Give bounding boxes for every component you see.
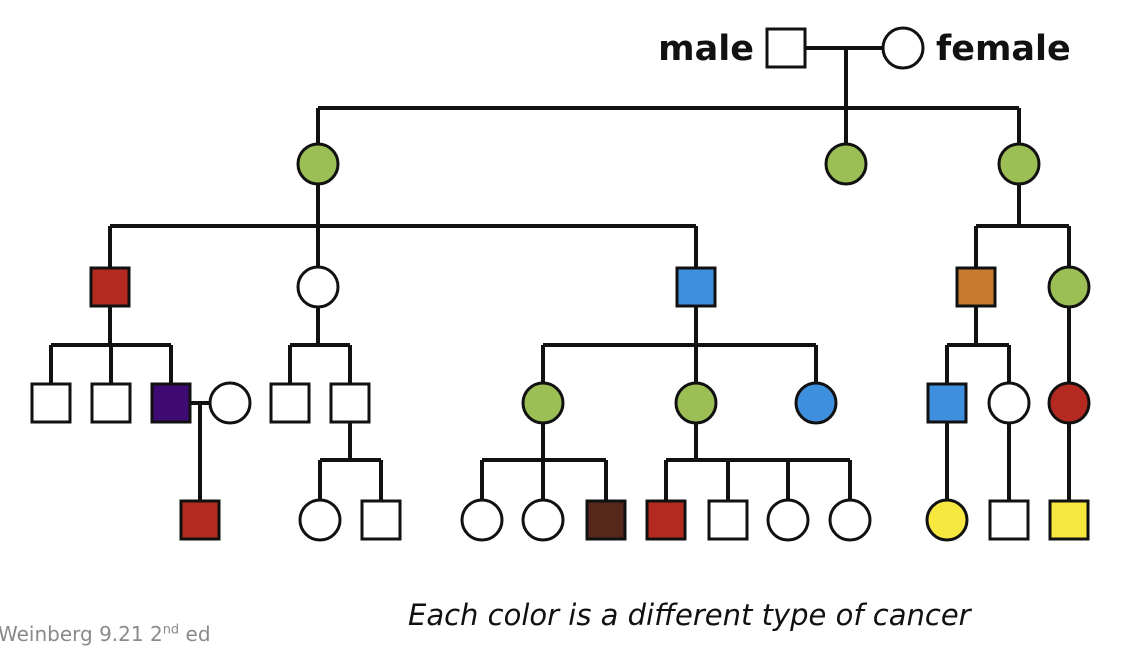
source-superscript: nd	[162, 622, 180, 638]
male-gen4-son-4	[269, 382, 311, 424]
female-gen5-daughter-10	[828, 498, 872, 542]
male-gen4-son-9	[926, 382, 968, 424]
female-gen2-daughter-left	[296, 142, 340, 186]
male-gen5-son-3	[360, 499, 402, 541]
female-gen4-daughter-11	[1047, 381, 1091, 425]
female-gen3-daughter-e	[1047, 265, 1091, 309]
source-citation: Weinberg 9.21 2nd ed	[0, 622, 211, 646]
female-gen4-daughter-10	[987, 381, 1031, 425]
female-gen2-daughter-right	[997, 142, 1041, 186]
legend-female-label: female	[936, 29, 1071, 69]
female-gen5-daughter-11	[925, 498, 969, 542]
female-gen5-daughter-9	[766, 498, 810, 542]
male-gen5-son-13	[1048, 499, 1090, 541]
female-gen4-daughter-6	[521, 381, 565, 425]
female-gen4-daughter-7	[674, 381, 718, 425]
female-gen5-daughter-5	[521, 498, 565, 542]
male-gen5-son-7	[645, 499, 687, 541]
source-prefix: Weinberg 9.21 2	[0, 622, 163, 646]
male-gen4-son-1	[30, 382, 72, 424]
female-gen2-daughter-middle	[824, 142, 868, 186]
pedigree-lines	[49, 46, 1071, 501]
female-gen5-daughter-2	[298, 498, 342, 542]
caption: Each color is a different type of cancer	[408, 598, 971, 632]
male-gen5-son-12	[988, 499, 1030, 541]
male-gen5-son-8	[707, 499, 749, 541]
legend-female-circle	[881, 26, 925, 70]
male-gen3-son-a	[89, 266, 131, 308]
female-gen4-spouse-3	[208, 381, 252, 425]
legend-male-label: male	[658, 29, 754, 69]
male-gen4-son-5	[329, 382, 371, 424]
male-gen4-son-2	[90, 382, 132, 424]
male-gen3-son-d	[955, 266, 997, 308]
male-gen4-son-3	[150, 382, 192, 424]
female-gen5-daughter-4	[460, 498, 504, 542]
male-gen5-son-6	[585, 499, 627, 541]
pedigree-individuals	[30, 26, 1091, 542]
legend-male-square	[765, 27, 807, 69]
female-gen4-daughter-8	[794, 381, 838, 425]
male-gen5-son-1	[179, 499, 221, 541]
male-gen3-son-c	[675, 266, 717, 308]
source-suffix: ed	[179, 622, 211, 646]
female-gen3-daughter-b	[296, 265, 340, 309]
